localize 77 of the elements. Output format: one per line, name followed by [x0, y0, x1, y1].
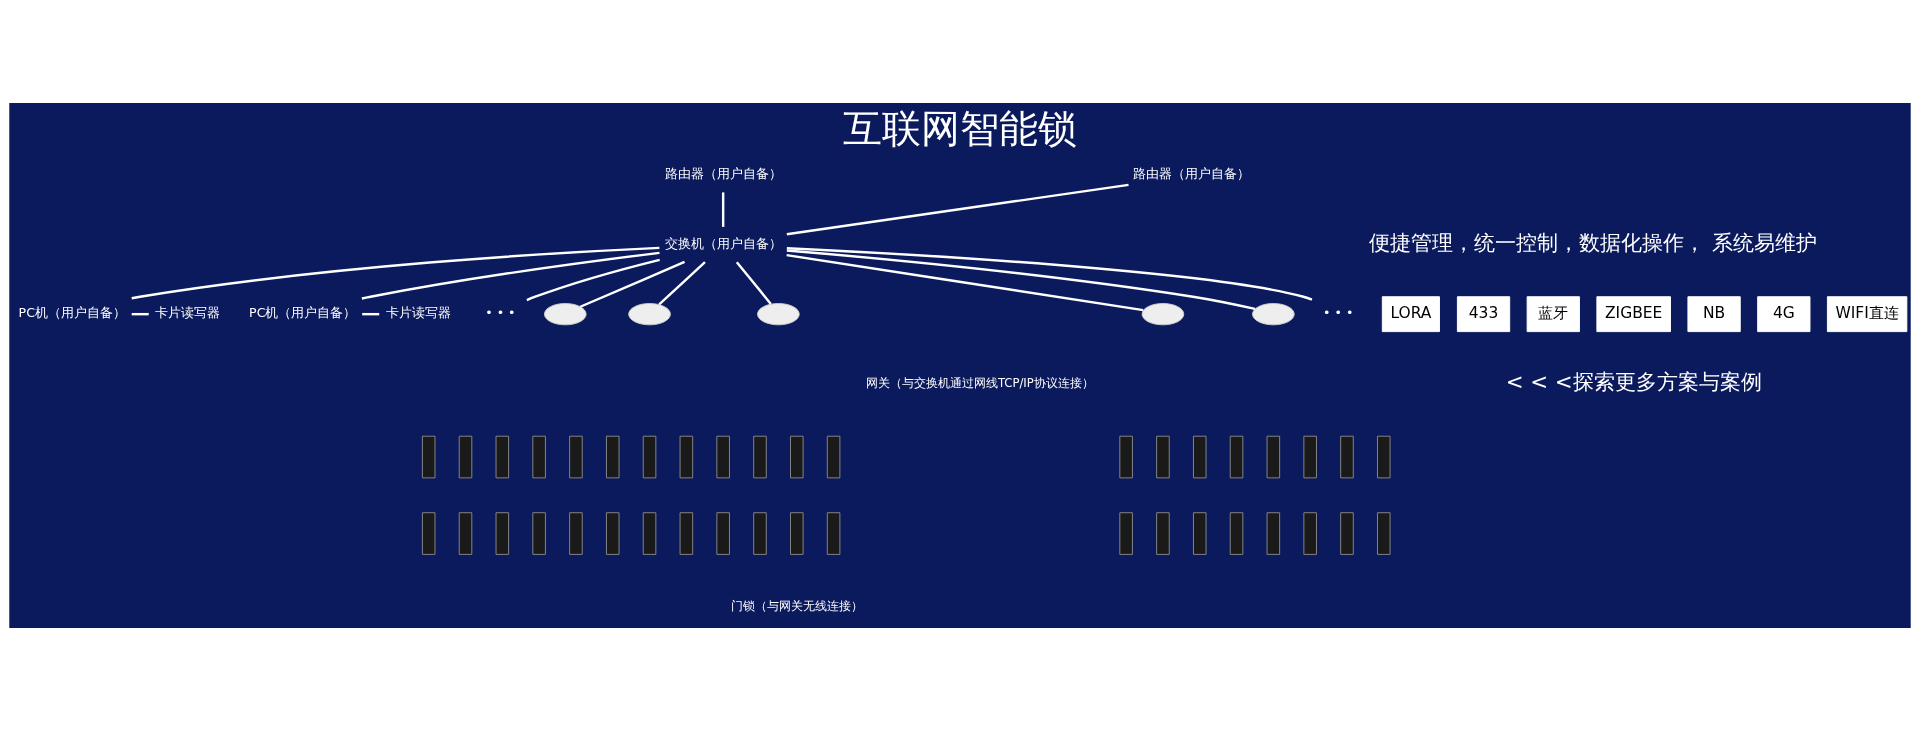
connector: [786, 248, 1256, 310]
node-box: [1119, 511, 1133, 555]
node-box: [1340, 511, 1354, 555]
node-box: [495, 511, 510, 555]
node-box: [679, 511, 694, 555]
node-box: [1266, 511, 1281, 555]
node-box: [421, 435, 436, 478]
node-box: [458, 511, 473, 555]
node-box: [532, 435, 546, 478]
node-text: 卡片读写器: [155, 304, 221, 320]
node-box: [569, 511, 583, 555]
node-box: 433: [1456, 295, 1511, 332]
node-box: [790, 511, 804, 555]
connector: [786, 246, 1313, 301]
connector: [786, 253, 1144, 311]
connector: [131, 246, 660, 299]
node-box: [495, 435, 510, 478]
node-box: [790, 435, 804, 478]
node-box: [642, 435, 657, 478]
node-text: PC机（用户自备）: [18, 304, 126, 320]
connector: [658, 260, 706, 305]
label: 网关（与交换机通过网线TCP/IP协议连接）: [865, 375, 1094, 390]
node-box: [1156, 435, 1170, 478]
node-circle: [1252, 302, 1295, 325]
node-box: [1229, 435, 1244, 478]
node-text: PC机（用户自备）: [249, 304, 357, 320]
node-circle: [1141, 302, 1185, 325]
node-box: [569, 435, 583, 478]
node-box: 4G: [1757, 295, 1811, 332]
connector: [721, 191, 725, 227]
label: < < <探索更多方案与案例: [1505, 368, 1762, 394]
node-text: 路由器（用户自备）: [664, 165, 782, 181]
node-box: [532, 511, 546, 555]
node-text: • • •: [1323, 304, 1354, 320]
connector: [526, 258, 660, 301]
node-box: [753, 435, 767, 478]
label: 门锁（与网关无线连接）: [730, 598, 863, 613]
node-box: [605, 511, 620, 555]
diagram-title: 互联网智能锁: [843, 105, 1077, 151]
node-box: [642, 511, 657, 555]
node-box: [1303, 435, 1317, 478]
node-circle: [757, 302, 800, 325]
node-text: 交换机（用户自备）: [664, 235, 782, 251]
node-box: [1340, 435, 1354, 478]
node-box: [716, 435, 730, 478]
node-box: WIFI直连: [1826, 295, 1908, 332]
node-box: [1119, 435, 1133, 478]
node-box: [1303, 511, 1317, 555]
node-box: [458, 435, 473, 478]
node-circle: [543, 302, 587, 325]
node-text: 路由器（用户自备）: [1133, 165, 1251, 181]
node-box: [753, 511, 767, 555]
node-box: NB: [1687, 295, 1741, 332]
node-box: [1156, 511, 1170, 555]
node-box: [826, 511, 841, 555]
node-box: [1377, 511, 1391, 555]
node-circle: [628, 302, 671, 325]
node-box: [1192, 511, 1207, 555]
node-box: [421, 511, 436, 555]
node-box: [1229, 511, 1244, 555]
node-box: LORA: [1381, 295, 1440, 332]
node-box: [716, 511, 730, 555]
node-box: [605, 435, 620, 478]
node-box: [1266, 435, 1281, 478]
connector: [579, 260, 686, 308]
connector: [361, 251, 660, 300]
node-box: [679, 435, 694, 478]
node-box: ZIGBEE: [1596, 295, 1671, 332]
node-text: 卡片读写器: [385, 304, 451, 320]
node-box: 蓝牙: [1526, 295, 1580, 332]
node-box: [1192, 435, 1207, 478]
connector: [735, 260, 772, 305]
connector: [786, 183, 1129, 235]
node-box: [826, 435, 841, 478]
label: 便捷管理，统一控制，数据化操作， 系统易维护: [1369, 229, 1817, 255]
node-text: • • •: [485, 304, 516, 320]
node-box: [1377, 435, 1391, 478]
